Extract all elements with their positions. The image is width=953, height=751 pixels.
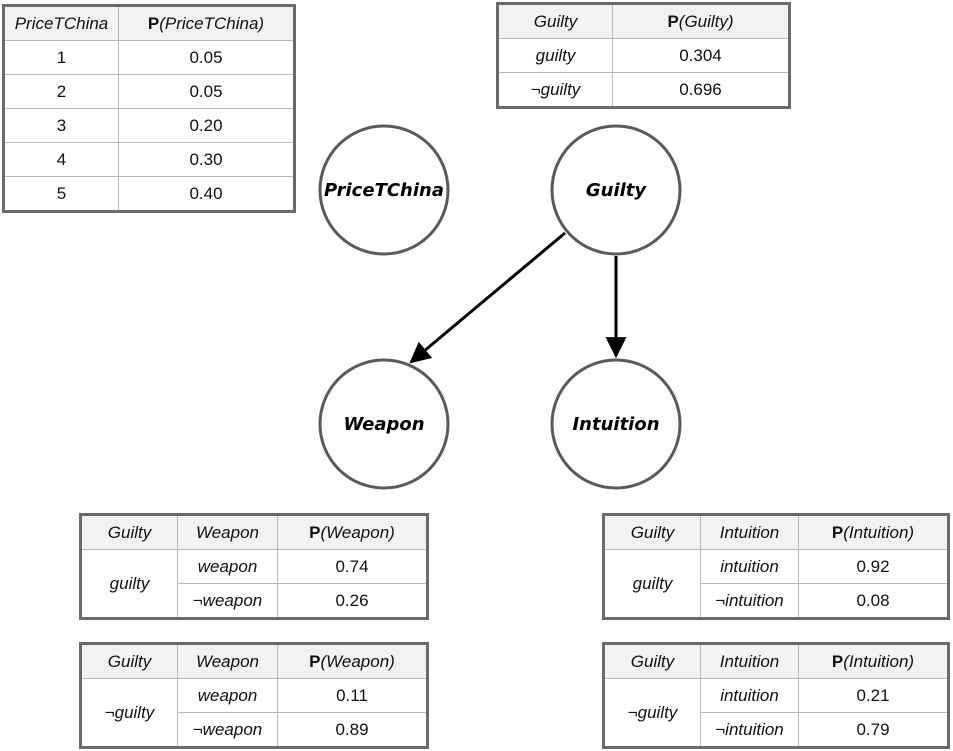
cpt-header-var: Intuition (700, 514, 799, 550)
cpt-prob: 0.05 (118, 74, 295, 109)
cpt-parent-value: ¬guilty (603, 678, 701, 748)
table-row: 1 0.05 (3, 40, 295, 75)
cpt-prob: 0.304 (612, 38, 790, 73)
cpt-prob: 0.05 (118, 40, 295, 75)
cpt-header-parent: Guilty (603, 514, 701, 550)
cpt-header-var: Guilty (497, 3, 613, 39)
node-guilty[interactable]: Guilty (550, 124, 682, 256)
cpt-value: 3 (3, 108, 119, 143)
cpt-parent-value: guilty (603, 549, 701, 619)
cpt-header-prob: P(Intuition) (798, 643, 949, 679)
cpt-value: intuition (700, 549, 799, 584)
cpt-header-parent: Guilty (603, 643, 701, 679)
cpt-guilty: Guilty P(Guilty) guilty 0.304 ¬guilty 0.… (496, 2, 791, 109)
cpt-value: 4 (3, 142, 119, 177)
cpt-header-prob: P(Intuition) (798, 514, 949, 550)
cpt-header-prob: P(Guilty) (612, 3, 790, 39)
cpt-weapon-given-guilty: Guilty Weapon P(Weapon) guilty weapon 0.… (79, 513, 429, 620)
cpt-header-parent: Guilty (80, 514, 178, 550)
cpt-header-var: Weapon (177, 514, 278, 550)
cpt-intuition-given-notguilty: Guilty Intuition P(Intuition) ¬guilty in… (602, 642, 950, 749)
node-pricetchina-label: PriceTChina (324, 180, 444, 201)
cpt-parent-value: guilty (80, 549, 178, 619)
table-row: ¬guilty intuition 0.21 (603, 678, 949, 748)
cpt-value: ¬weapon (177, 712, 278, 748)
node-intuition[interactable]: Intuition (550, 358, 682, 490)
cpt-prob: 0.11 (277, 678, 428, 713)
cpt-value: ¬weapon (177, 583, 278, 619)
cpt-header-parent: Guilty (80, 643, 178, 679)
cpt-value: 2 (3, 74, 119, 109)
cpt-value: guilty (497, 38, 613, 73)
cpt-value: ¬intuition (700, 583, 799, 619)
cpt-header-prob: P(Weapon) (277, 514, 428, 550)
table-row: guilty intuition 0.92 (603, 549, 949, 619)
table-row: ¬intuition 0.79 (604, 712, 949, 748)
cpt-header-prob: P(Weapon) (277, 643, 428, 679)
cpt-value: intuition (700, 678, 799, 713)
table-row: 3 0.20 (3, 108, 295, 143)
cpt-prob: 0.21 (798, 678, 949, 713)
cpt-value: ¬intuition (700, 712, 799, 748)
cpt-weapon-given-notguilty: Guilty Weapon P(Weapon) ¬guilty weapon 0… (79, 642, 429, 749)
cpt-header-prob: P(PriceTChina) (118, 5, 295, 41)
cpt-value: weapon (177, 549, 278, 584)
cpt-intuition-given-guilty: Guilty Intuition P(Intuition) guilty int… (602, 513, 950, 620)
cpt-prob: 0.89 (277, 712, 428, 748)
cpt-prob: 0.40 (118, 176, 295, 212)
cpt-prob: 0.79 (798, 712, 949, 748)
cpt-value: weapon (177, 678, 278, 713)
node-weapon-label: Weapon (343, 414, 424, 435)
table-row: ¬weapon 0.89 (81, 712, 428, 748)
table-row: ¬guilty weapon 0.11 (80, 678, 428, 748)
table-row: 4 0.30 (3, 142, 295, 177)
cpt-value: 5 (3, 176, 119, 212)
node-pricetchina[interactable]: PriceTChina (318, 124, 450, 256)
table-row: 2 0.05 (3, 74, 295, 109)
cpt-prob: 0.696 (612, 72, 790, 108)
cpt-prob: 0.74 (277, 549, 428, 584)
cpt-parent-value: ¬guilty (80, 678, 178, 748)
cpt-header-var: PriceTChina (3, 5, 119, 41)
node-intuition-label: Intuition (572, 414, 659, 435)
table-row: ¬weapon 0.26 (81, 583, 428, 619)
cpt-prob: 0.30 (118, 142, 295, 177)
table-row: ¬guilty 0.696 (497, 72, 790, 108)
cpt-prob: 0.08 (798, 583, 949, 619)
cpt-header-var: Intuition (700, 643, 799, 679)
edge-guilty-weapon (409, 231, 566, 364)
table-row: 5 0.40 (3, 176, 295, 212)
cpt-pricetchina: PriceTChina P(PriceTChina) 1 0.05 2 0.05… (2, 4, 296, 213)
cpt-header-var: Weapon (177, 643, 278, 679)
cpt-prob: 0.20 (118, 108, 295, 143)
table-row: guilty weapon 0.74 (80, 549, 428, 619)
node-weapon[interactable]: Weapon (318, 358, 450, 490)
cpt-value: ¬guilty (497, 72, 613, 108)
cpt-prob: 0.26 (277, 583, 428, 619)
node-guilty-label: Guilty (586, 180, 648, 201)
cpt-value: 1 (3, 40, 119, 75)
table-row: ¬intuition 0.08 (604, 583, 949, 619)
table-row: guilty 0.304 (497, 38, 790, 73)
cpt-prob: 0.92 (798, 549, 949, 584)
